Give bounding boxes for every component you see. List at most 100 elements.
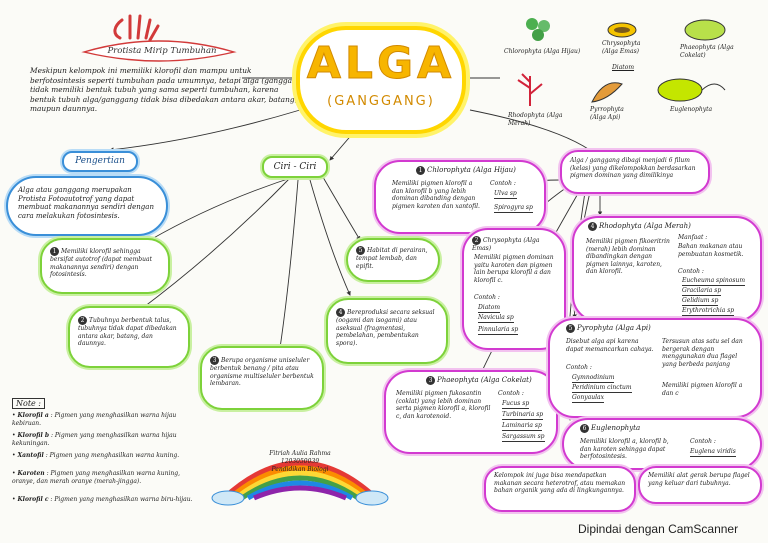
group-1-contoh-1: Ulva sp: [494, 190, 517, 199]
group-4-name: Rhodophyta (Alga Merah): [599, 222, 691, 230]
ciri-label: Ciri - Ciri: [273, 162, 317, 172]
group-5-contoh-3: Gonyaulax: [572, 394, 604, 403]
note-term-4: Karoten: [17, 470, 45, 477]
note-term-5: Klorofil c: [17, 496, 49, 503]
note-def-1: Pigmen yang menghasilkan warna hijau keb…: [12, 412, 177, 427]
title-sub: (GANGGANG): [327, 94, 435, 109]
pengertian-cloud: Alga atau ganggang merupakan Protista Fo…: [6, 176, 168, 236]
algae-illustrations: [517, 18, 726, 106]
groups-intro-text: Alga / ganggang dibagi menjadi 6 filum (…: [570, 157, 696, 179]
note-term-2: Klorofil b: [17, 432, 50, 439]
group-5-name: Pyrophyta (Alga Api): [577, 324, 651, 332]
group-2-num: 2: [472, 236, 481, 245]
group-6-desc: Memiliki klorofil a, klorofil b, dan kar…: [580, 438, 669, 460]
group-1-name: Chlorophyta (Alga Hijau): [427, 166, 516, 174]
group-5-extra-2: Memiliki pigmen klorofil a dan c: [662, 382, 743, 397]
group-1-desc: Memiliki pigmen klorofil a dan klorofil …: [392, 180, 480, 210]
ciri-num-5: 5: [356, 246, 365, 255]
title-main: ALGA: [306, 38, 456, 90]
note-def-3: Pigmen yang menghasilkan warna kuning.: [49, 452, 180, 459]
intro-paragraph: Meskipun kelompok ini memiliki klorofil …: [30, 66, 305, 113]
group-3-desc: Memiliki pigmen fukosantin (coklat) yang…: [396, 390, 491, 420]
pengertian-text: Alga atau ganggang merupakan Protista Fo…: [18, 186, 154, 220]
note-label: Note :: [12, 398, 46, 409]
group-5-desc: Disebut alga api karena dapat memancarka…: [566, 338, 654, 353]
groups-intro-cloud: Alga / ganggang dibagi menjadi 6 filum (…: [560, 150, 710, 194]
chlorophyta-drawing: [526, 18, 550, 41]
group-6-contoh-label: Contoh :: [690, 438, 716, 445]
ciri-num-1: 1: [50, 247, 59, 256]
group-5-num: 5: [566, 324, 575, 333]
group-2-contoh-1: Diatom: [478, 304, 501, 313]
group-4-contoh-3: Gelidium sp: [682, 297, 719, 306]
group-6-num: 6: [580, 424, 589, 433]
pengertian-label: Pengertian: [75, 156, 125, 166]
ciri-text-5: Habitat di perairan, tempat lembab, dan …: [356, 247, 428, 270]
note-section: Note : • Klorofil a : Pigmen yang mengha…: [8, 398, 198, 518]
group-6-extra-cloud-1: Kelompok ini juga bisa mendapatkan makan…: [484, 466, 636, 512]
group-5-contoh-2: Peridinium cinctum: [572, 384, 632, 393]
group-2-name: Chrysophyta (Alga Emas): [472, 237, 540, 252]
group-4-num: 4: [588, 222, 597, 231]
group-5-contoh-label: Contoh :: [566, 364, 592, 371]
group-3-contoh-4: Sargassum sp: [502, 433, 545, 442]
rainbow-drawing: [211, 460, 389, 506]
note-item-4: • Karoten : Pigmen yang menghasilkan war…: [12, 470, 181, 485]
group-1-num: 1: [416, 166, 425, 175]
phaeophyta-drawing: [684, 19, 726, 41]
ciri-num-2: 2: [78, 316, 87, 325]
note-def-2: Pigmen yang menghasilkan warna hijau kek…: [12, 432, 177, 447]
group-3-name: Phaeophyta (Alga Cokelat): [437, 376, 532, 384]
signature-dept: Pendidikan Biologi: [271, 466, 329, 473]
group-3-num: 3: [426, 376, 435, 385]
pic-label-phaeophyta: Phaeophyta (Alga Cokelat): [680, 44, 734, 59]
pictures-area: Chlorophyta (Alga Hijau) Chrysophyta (Al…: [500, 8, 760, 140]
signature-id: 1203050039: [280, 458, 320, 465]
group-6-name: Euglenophyta: [591, 424, 641, 432]
note-item-5: • Klorofil c : Pigmen yang menghasilkan …: [12, 496, 193, 503]
pyrrophyta-drawing: [591, 82, 623, 103]
pic-label-pyrrophyta: Pyrrophyta (Alga Api): [590, 106, 624, 121]
group-3-contoh-2: Turbinaria sp: [502, 411, 544, 420]
group-1-contoh-label: Contoh :: [490, 180, 516, 187]
group-3-contoh-label: Contoh :: [498, 390, 524, 397]
camscanner-watermark: Dipindai dengan CamScanner: [578, 522, 739, 536]
group-4-desc: Memiliki pigmen fikoeritrin (merah) lebi…: [586, 238, 670, 275]
note-item-2: • Klorofil b : Pigmen yang menghasilkan …: [12, 432, 177, 447]
chrysophyta-drawing: [607, 22, 637, 38]
rainbow-signature: Fitriah Aulia Rahma 1203050039 Pendidika…: [210, 436, 390, 506]
note-term-3: Xantofil: [17, 452, 44, 459]
banner-text: Protista Mirip Tumbuhan: [107, 46, 217, 56]
group-5-contoh-1: Gymnodinium: [572, 374, 615, 383]
note-item-1: • Klorofil a : Pigmen yang menghasilkan …: [12, 412, 177, 427]
hand-illustration: [81, 14, 237, 62]
group-3-contoh-3: Laminaria sp: [502, 422, 542, 431]
pic-label-chrysophyta: Chrysophyta (Alga Emas): [602, 40, 641, 55]
rhodophyta-drawing: [517, 73, 543, 106]
group-5-extra-1: Tersusun atas satu sel dan bergerak deng…: [662, 338, 743, 368]
ciri-num-3: 3: [210, 356, 219, 365]
euglenophyta-drawing: [657, 78, 726, 102]
note-term-1: Klorofil a: [17, 412, 49, 419]
note-def-4: Pigmen yang menghasilkan warna kuning, o…: [12, 470, 181, 485]
ciri-text-2: Tubuhnya berbentuk talus, tubuhnya tidak…: [78, 317, 177, 347]
group-2-contoh-2: Navicula sp: [478, 314, 514, 323]
group-1-contoh-2: Spirogyra sp: [494, 204, 533, 213]
pic-label-chlorophyta: Chlorophyta (Alga Hijau): [504, 48, 581, 55]
ciri-text-3: Berupa organisme uniseluler berbentuk be…: [210, 357, 314, 387]
pic-label-rhodophyta: Rhodophyta (Alga Merah): [508, 112, 563, 127]
group-6-contoh-1: Euglena viridis: [690, 448, 736, 457]
ciri-label-bubble: Ciri - Ciri: [262, 156, 328, 178]
group-6-extra-1: Kelompok ini juga bisa mendapatkan makan…: [494, 472, 626, 494]
signature-name: Fitriah Aulia Rahma: [269, 450, 331, 457]
group-2-contoh-3: Pinnularia sp: [478, 326, 519, 335]
